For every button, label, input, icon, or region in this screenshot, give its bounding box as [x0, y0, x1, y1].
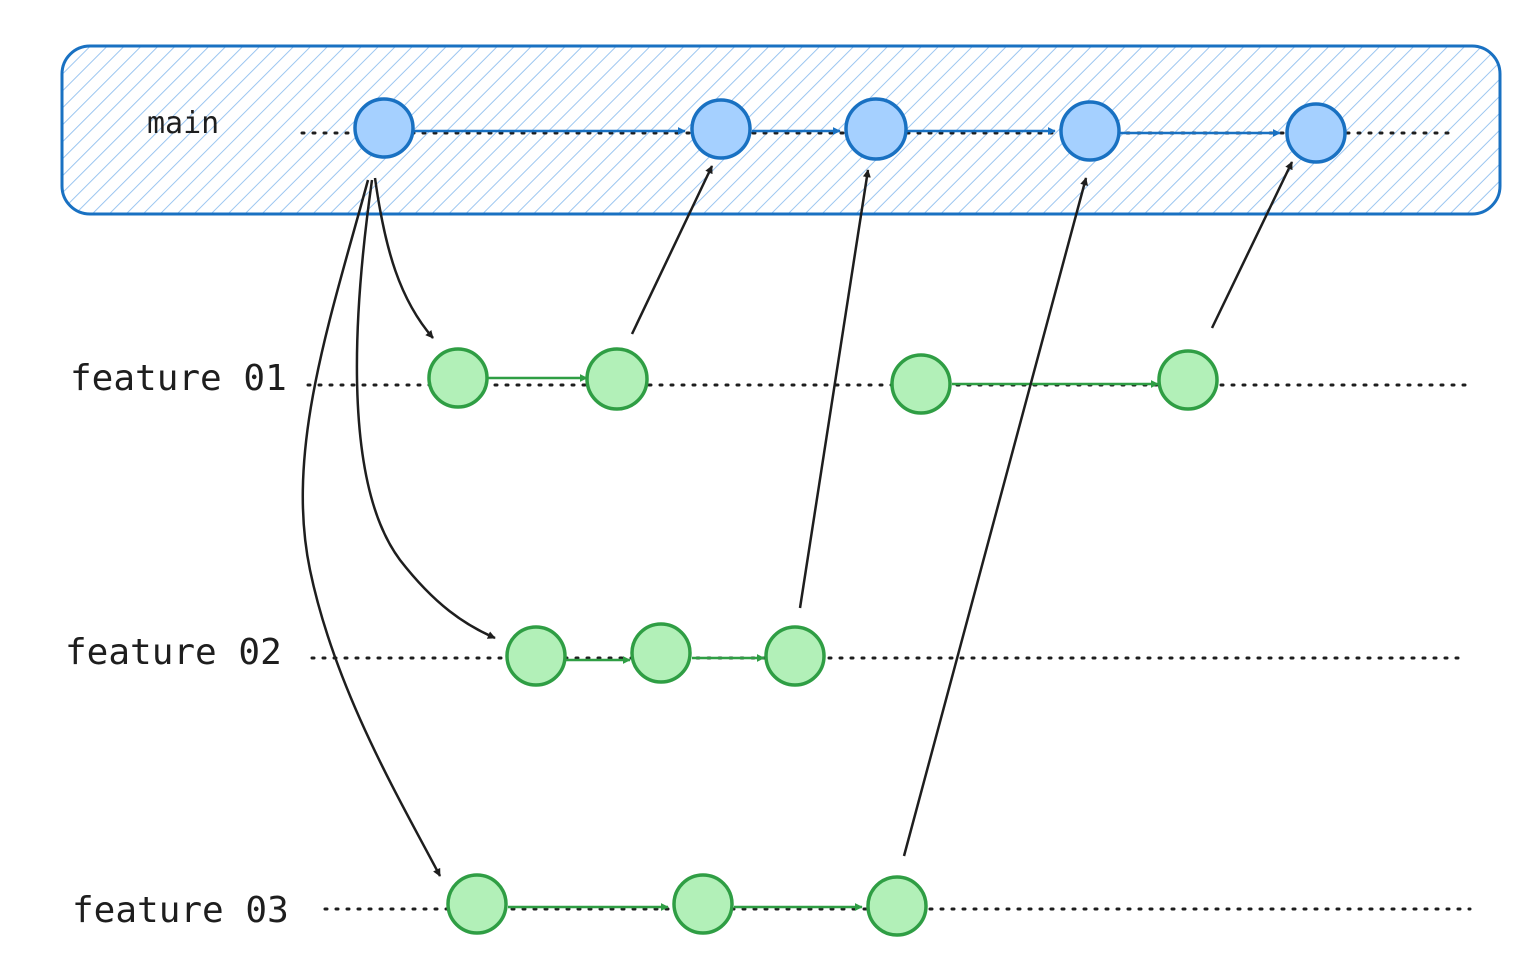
feature-01-commit-node [890, 353, 952, 415]
main-branch-label: main [147, 106, 219, 141]
main-commit-node [1059, 100, 1121, 162]
main-commit-node [1285, 102, 1347, 164]
feature-01-label: feature 01 [70, 358, 287, 399]
merge-arrow-feature-02 [798, 169, 871, 609]
feature-03-commit-node [446, 873, 508, 935]
branch-off-arrow-feature-01 [373, 177, 434, 339]
feature-02-commit-node [764, 625, 826, 687]
branch-off-arrow-feature-03 [301, 179, 442, 877]
merge-arrow-feature-01-b [1210, 161, 1294, 329]
main-commit-node [353, 97, 415, 159]
feature-02-commit-node [630, 622, 692, 684]
merge-arrow-feature-01-a [630, 165, 714, 335]
feature-01-commit-node [427, 347, 489, 409]
feature-03-commit-node [672, 873, 734, 935]
feature-03-commit-node [866, 875, 928, 937]
main-commit-node [690, 98, 752, 160]
feature-02-label: feature 02 [65, 632, 282, 673]
feature-02-commit-node [505, 625, 567, 687]
feature-01-commit-node [585, 347, 649, 411]
feature-03-label: feature 03 [72, 890, 289, 931]
main-commit-node [844, 97, 908, 161]
feature-01-commit-node [1157, 349, 1219, 411]
merge-arrow-feature-03 [902, 177, 1088, 857]
branch-off-arrow-feature-02 [355, 179, 496, 640]
